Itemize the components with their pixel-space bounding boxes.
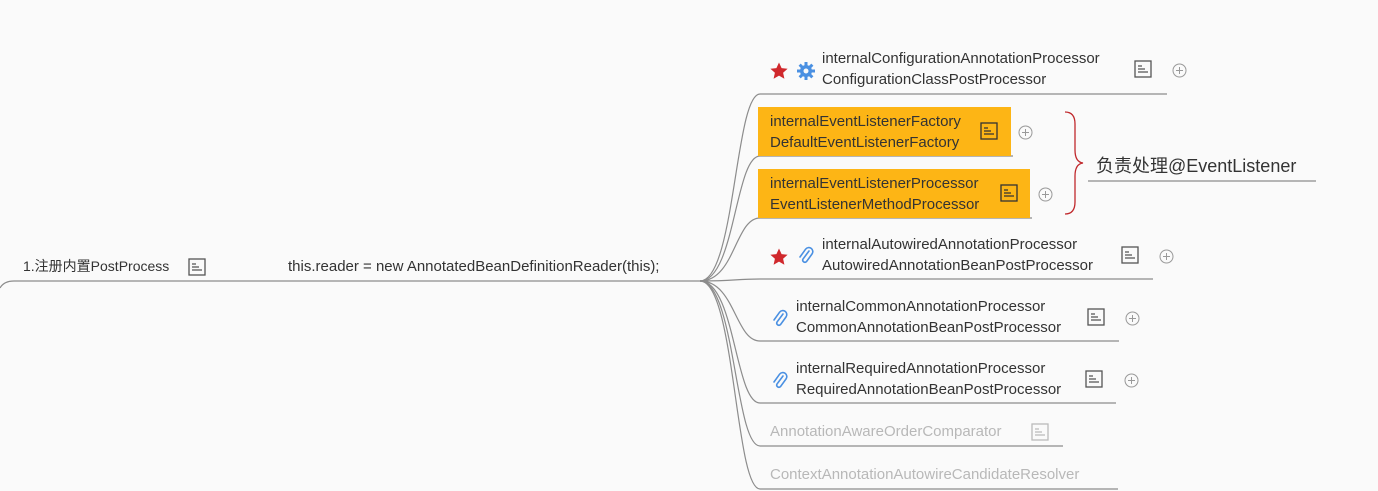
paperclip-icon [771,309,789,329]
expand-plus-icon[interactable] [1172,63,1187,78]
star-icon [769,61,789,81]
root-connector [0,280,700,289]
note-icon[interactable] [1134,60,1152,78]
expand-plus-icon[interactable] [1124,373,1139,388]
child-topic-3[interactable]: internalEventListenerProcessor EventList… [758,169,1030,218]
branch-3 [699,217,1032,282]
note-icon[interactable] [980,122,998,140]
branch-8 [699,280,1118,490]
child-topic-4[interactable]: internalAutowiredAnnotationProcessor Aut… [822,236,1093,274]
note-icon[interactable] [1121,246,1139,264]
middle-topic[interactable]: this.reader = new AnnotatedBeanDefinitio… [288,258,660,275]
note-icon[interactable] [1087,308,1105,326]
child-topic-7[interactable]: AnnotationAwareOrderComparator [770,423,1002,440]
branch-1 [699,93,1167,282]
branch-4 [699,278,1153,282]
branch-5 [699,280,1119,342]
child-topic-8[interactable]: ContextAnnotationAutowireCandidateResolv… [770,466,1080,483]
gear-icon [796,61,816,81]
child-topic-5[interactable]: internalCommonAnnotationProcessor Common… [796,298,1062,336]
note-icon[interactable] [1085,370,1103,388]
summary-label[interactable]: 负责处理@EventListener [1096,156,1297,176]
paperclip-icon [797,246,815,266]
expand-plus-icon[interactable] [1038,187,1053,202]
branch-2 [699,155,1013,282]
note-icon[interactable] [188,258,206,276]
star-icon [769,247,789,267]
child-topic-6[interactable]: internalRequiredAnnotationProcessor Requ… [796,360,1062,398]
paperclip-icon [771,371,789,391]
branch-7 [699,280,1063,447]
root-topic[interactable]: 1.注册内置PostProcess [23,258,170,274]
branch-6 [699,280,1116,404]
child-topic-1[interactable]: internalConfigurationAnnotationProcessor… [822,50,1100,88]
expand-plus-icon[interactable] [1125,311,1140,326]
expand-plus-icon[interactable] [1159,249,1174,264]
note-icon[interactable] [1000,184,1018,202]
summary-brace [1064,111,1084,215]
expand-plus-icon[interactable] [1018,125,1033,140]
child-topic-2[interactable]: internalEventListenerFactory DefaultEven… [758,107,1011,156]
note-icon[interactable] [1031,423,1049,441]
